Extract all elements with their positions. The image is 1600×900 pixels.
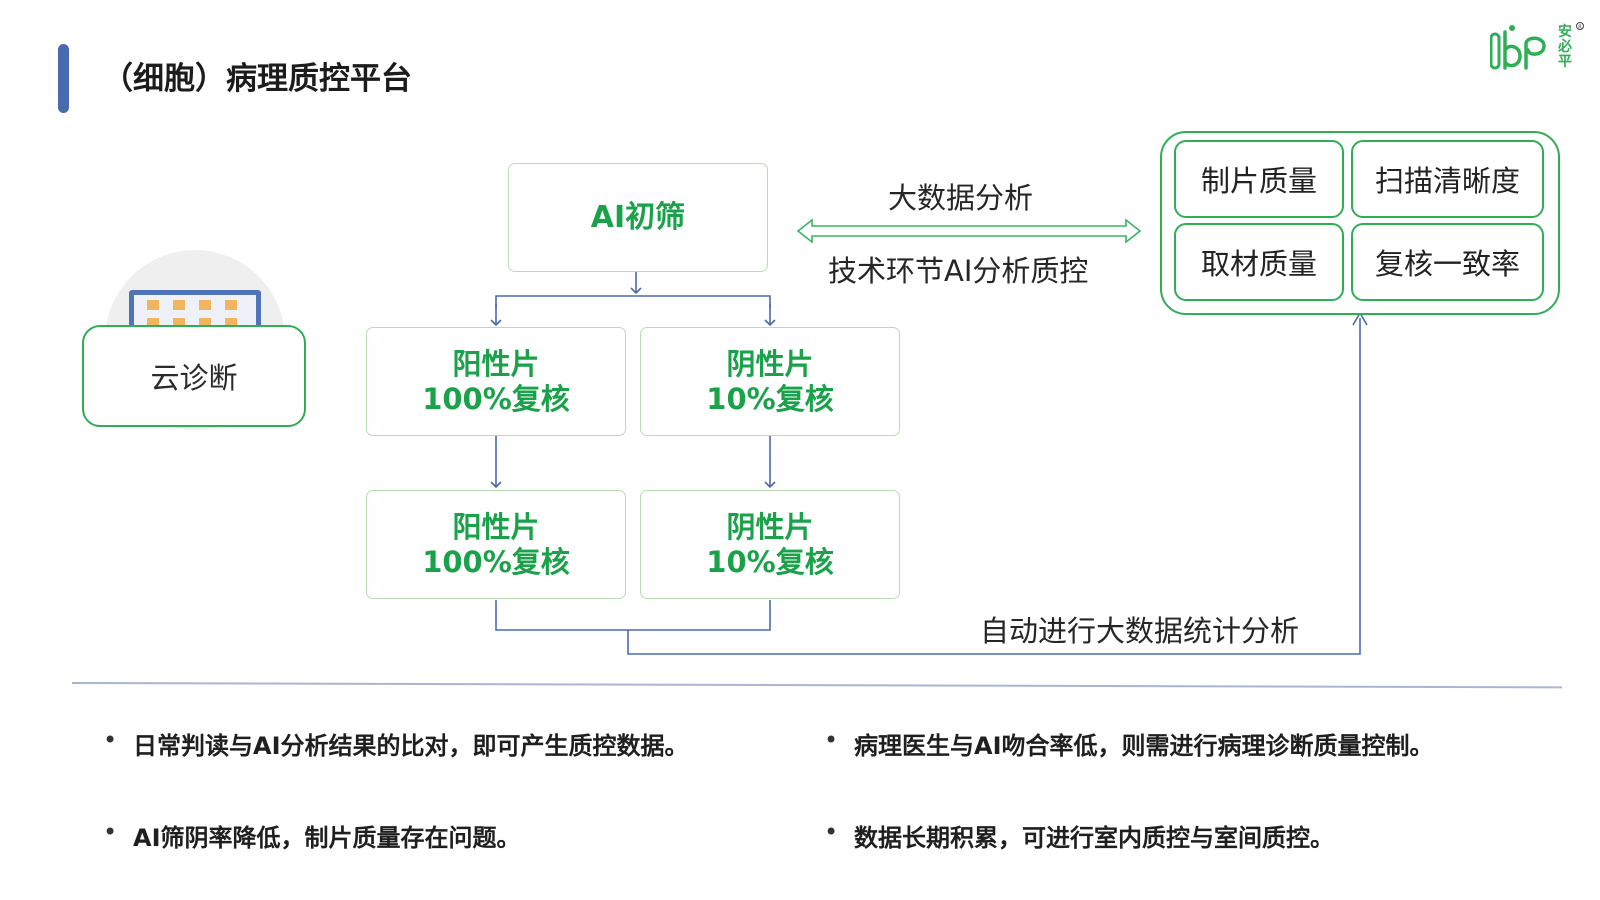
logo-char-3: 平 (1558, 54, 1572, 70)
monitor-icon (129, 290, 261, 328)
positive-review-box-top: 阳性片 100%复核 (366, 327, 626, 436)
bullet-text: 病理医生与AI吻合率低，则需进行病理诊断质量控制。 (854, 732, 1434, 760)
qc-metric-scan-clarity: 扫描清晰度 (1351, 140, 1544, 218)
ai-screen-label: AI初筛 (590, 200, 686, 235)
logo-char-2: 必 (1557, 38, 1572, 55)
qc-metric-label: 取材质量 (1200, 247, 1317, 281)
logo-char-1: 安 (1558, 23, 1572, 40)
qc-metric-slide-quality: 制片质量 (1174, 140, 1344, 218)
qc-metric-label: 扫描清晰度 (1374, 164, 1520, 198)
merge-line (495, 600, 771, 631)
feedback-line (627, 318, 1361, 655)
ai-screen-box: AI初筛 (508, 163, 768, 272)
auto-analysis-label: 自动进行大数据统计分析 (980, 614, 1300, 648)
tech-qc-label: 技术环节AI分析质控 (828, 254, 1089, 288)
qc-metric-sampling-quality: 取材质量 (1174, 223, 1344, 301)
qc-metric-label: 制片质量 (1200, 164, 1317, 198)
brand-logo: 安 必 平 R (1490, 22, 1584, 70)
title-accent-bar (58, 44, 69, 113)
negative-review-box-top: 阴性片 10%复核 (640, 327, 900, 436)
cloud-diagnosis-box: 云诊断 (82, 325, 306, 427)
positive-review-label-bottom: 阳性片 100%复核 (422, 509, 570, 579)
qc-metric-label: 复核一致率 (1374, 247, 1520, 281)
positive-review-label-top: 阳性片 100%复核 (422, 346, 570, 416)
negative-review-box-bottom: 阴性片 10%复核 (640, 490, 900, 599)
negative-review-label-top: 阴性片 10%复核 (706, 346, 834, 416)
bullet-text: 数据长期积累，可进行室内质控与室间质控。 (854, 824, 1334, 852)
positive-review-box-bottom: 阳性片 100%复核 (366, 490, 626, 599)
bullet-text: AI筛阴率降低，制片质量存在问题。 (133, 824, 521, 852)
bullet-text: 日常判读与AI分析结果的比对，即可产生质控数据。 (133, 732, 689, 760)
double-arrow (796, 218, 1142, 244)
negative-review-label-bottom: 阴性片 10%复核 (706, 509, 834, 579)
big-data-label: 大数据分析 (888, 181, 1034, 215)
branch-line (495, 295, 771, 308)
cloud-diagnosis-label: 云诊断 (150, 361, 238, 395)
qc-metric-review-consistency: 复核一致率 (1351, 223, 1544, 301)
svg-text:R: R (1578, 25, 1582, 31)
page-title: （细胞）病理质控平台 (102, 61, 412, 97)
